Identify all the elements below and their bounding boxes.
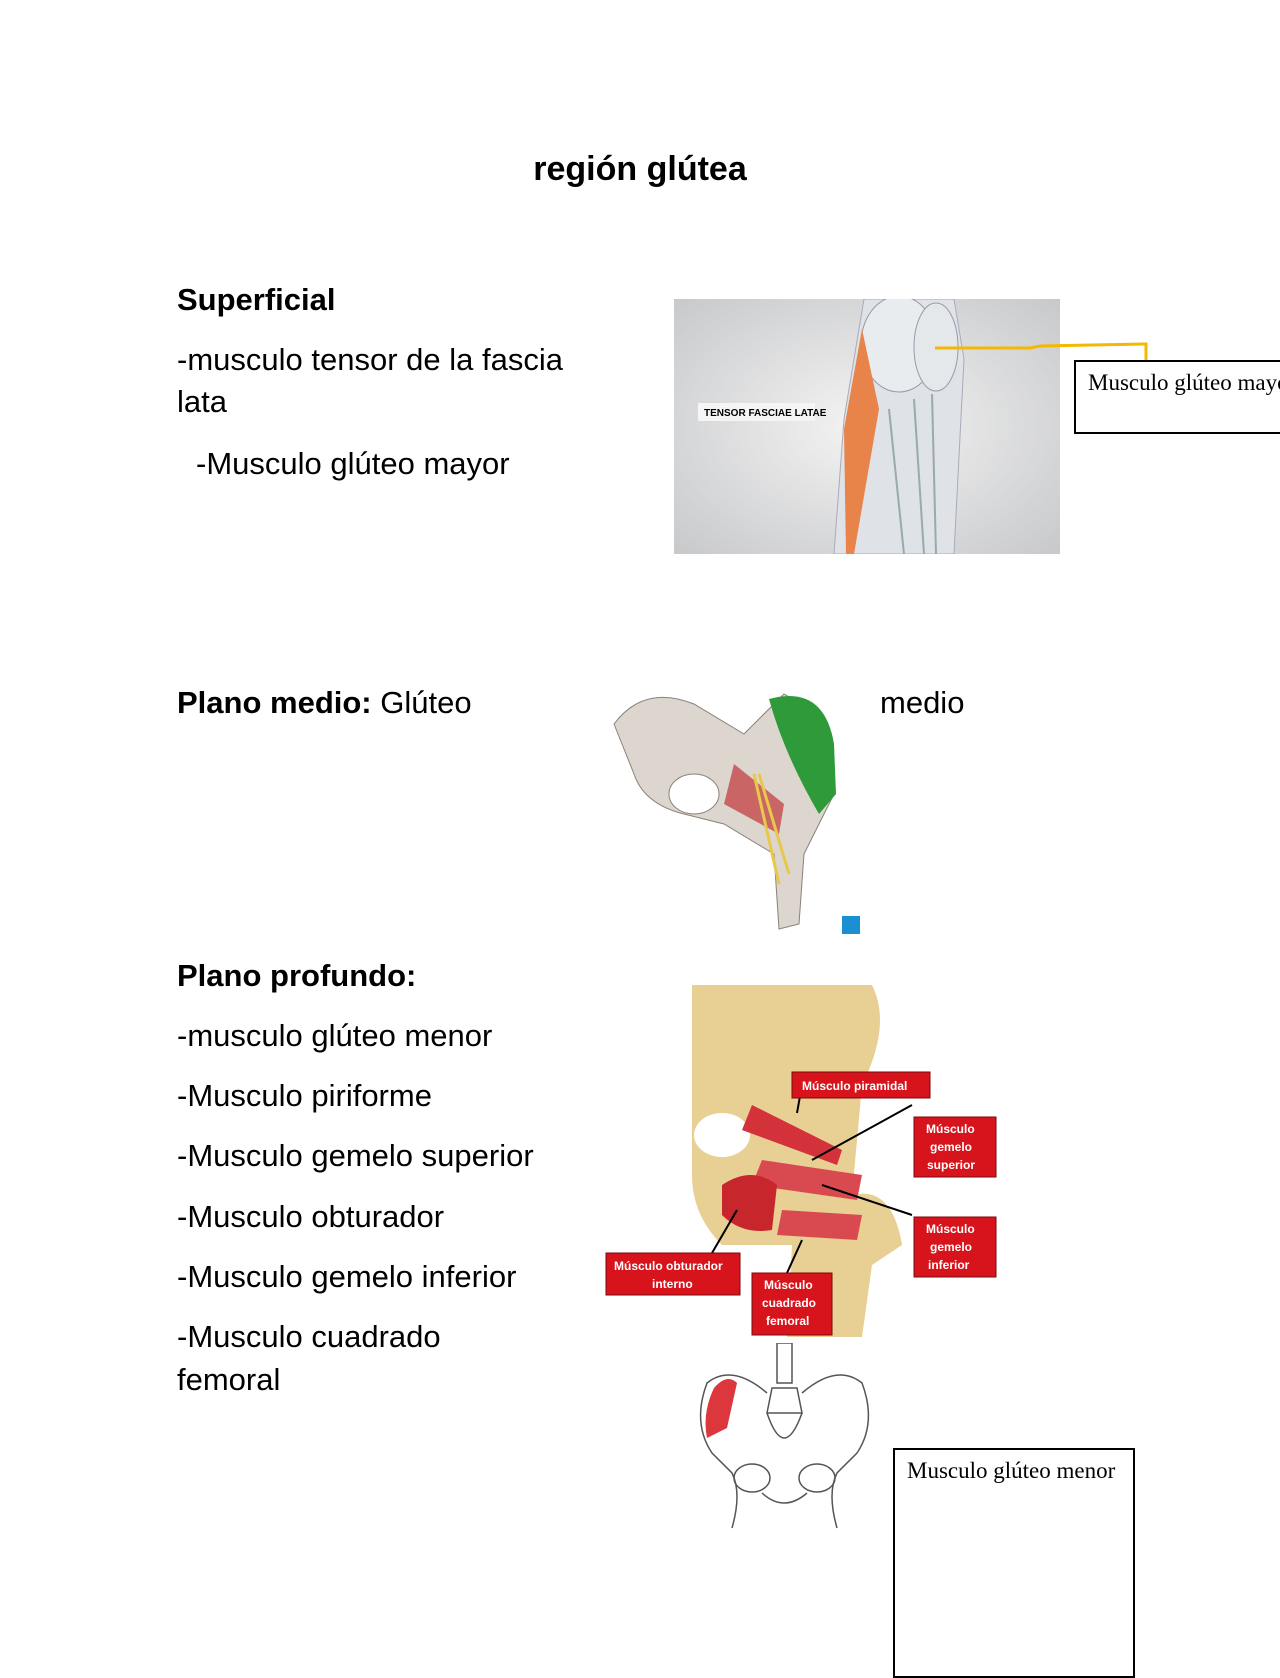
label-text: superior <box>927 1158 975 1172</box>
label-text: interno <box>652 1277 693 1291</box>
list-item: -Musculo gemelo superior <box>177 1138 534 1173</box>
tensor-fasciae-latae-image: TENSOR FASCIAE LATAE <box>674 299 1060 554</box>
label-text: femoral <box>766 1314 809 1328</box>
callout-gluteo-menor: Musculo glúteo menor <box>893 1448 1135 1678</box>
label-text: cuadrado <box>762 1296 816 1310</box>
list-item: -musculo tensor de la fascia <box>177 342 563 377</box>
callout-line <box>935 342 1148 360</box>
heading-text: Glúteo <box>380 685 472 720</box>
label-text: Músculo <box>764 1278 813 1292</box>
gluteus-minimus-image <box>692 1343 877 1531</box>
label-piramidal: Músculo piramidal <box>802 1079 907 1093</box>
list-item: -Musculo piriforme <box>177 1078 432 1113</box>
page-title: región glútea <box>533 150 747 188</box>
list-item: -Musculo cuadrado <box>177 1319 441 1354</box>
label-text: gemelo <box>930 1240 972 1254</box>
heading-label: Plano medio: <box>177 685 372 720</box>
list-item: -Musculo obturador <box>177 1199 445 1234</box>
list-item: -Musculo gemelo inferior <box>177 1259 517 1294</box>
label-text: Músculo <box>926 1122 975 1136</box>
list-item: lata <box>177 384 227 419</box>
image-label-tfl: TENSOR FASCIAE LATAE <box>704 408 827 419</box>
section-heading-profundo: Plano profundo: <box>177 958 417 993</box>
callout-gluteo-mayor: Musculo glúteo mayor <box>1074 360 1280 434</box>
label-text: Músculo obturador <box>614 1259 723 1273</box>
deep-muscles-image: Músculo piramidal Músculo gemelo superio… <box>602 985 1008 1337</box>
label-text: gemelo <box>930 1140 972 1154</box>
section-heading-medio: Plano medio: Glúteo <box>177 685 472 721</box>
list-item: -musculo glúteo menor <box>177 1018 493 1053</box>
gluteus-medius-image <box>604 684 861 940</box>
label-text: inferior <box>928 1258 970 1272</box>
list-item: femoral <box>177 1362 281 1397</box>
label-text: Músculo <box>926 1222 975 1236</box>
list-item: -Musculo glúteo mayor <box>196 446 510 481</box>
section-heading-superficial: Superficial <box>177 282 336 317</box>
heading-text-continued: medio <box>880 685 965 720</box>
